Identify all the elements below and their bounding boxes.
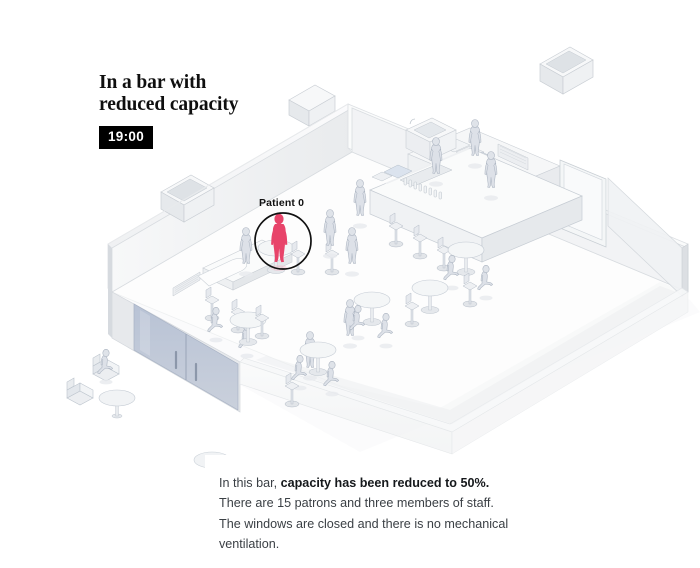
ceiling-unit (160, 174, 215, 223)
ceiling-unit (288, 84, 336, 127)
caption-body: There are 15 patrons and three members o… (219, 496, 509, 552)
wall-vent (172, 271, 201, 297)
glass-entrance-doors (111, 291, 241, 413)
outdoor-table (98, 389, 136, 419)
time-badge: 19:00 (99, 126, 154, 149)
ceiling-unit (539, 46, 594, 95)
patient-zero-label: Patient 0 (259, 197, 305, 209)
left-wall (107, 103, 353, 297)
headline-block: In a bar with reduced capacity 19:00 (99, 72, 239, 149)
caption-text: In this bar, capacity has been reduced t… (219, 473, 515, 555)
caption-strong: capacity has been reduced to 50%. (280, 476, 490, 490)
page-title: In a bar with reduced capacity (99, 72, 239, 116)
left-wall-lower (108, 288, 112, 338)
caption-panel: In this bar, capacity has been reduced t… (205, 455, 535, 568)
caption-lead: In this bar, (219, 476, 281, 490)
patient-zero-figure (271, 213, 288, 271)
patient-zero-highlight-circle (254, 212, 312, 270)
wall-vent (497, 143, 529, 171)
right-wall (607, 177, 689, 297)
